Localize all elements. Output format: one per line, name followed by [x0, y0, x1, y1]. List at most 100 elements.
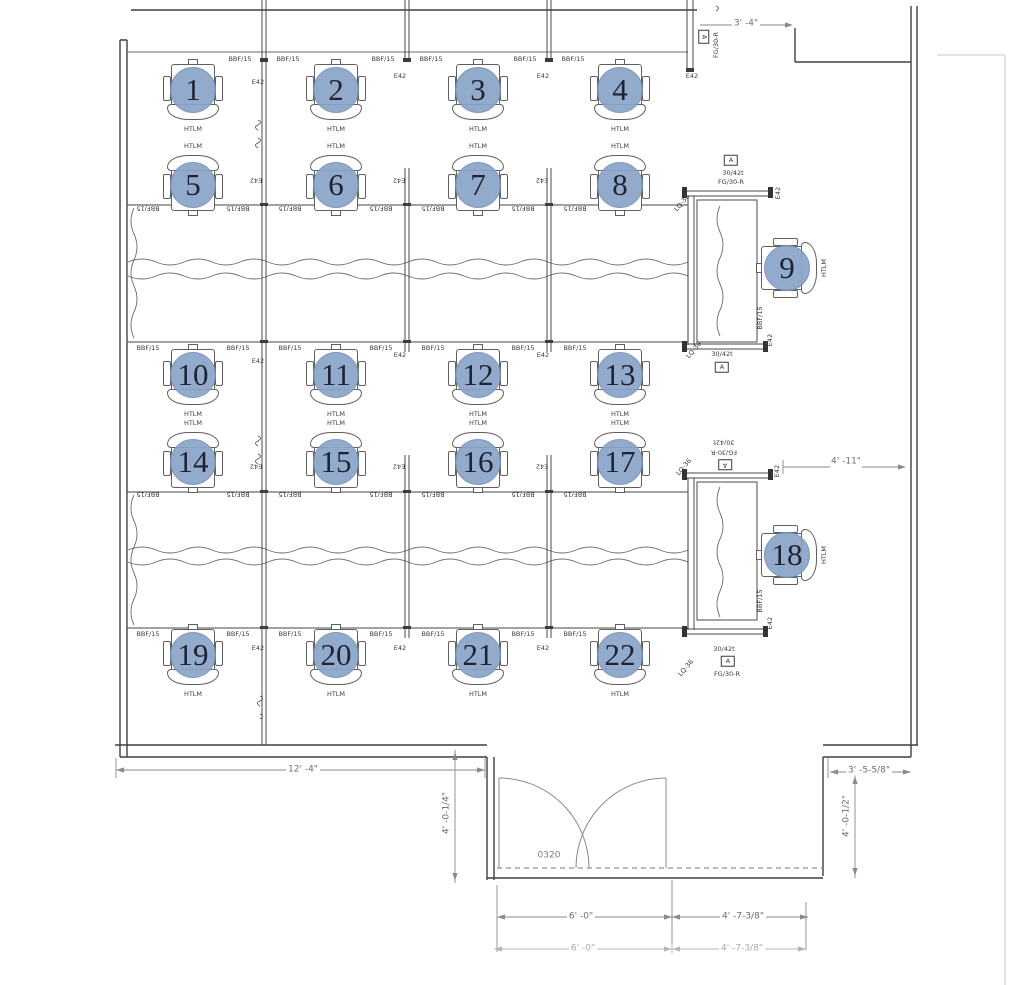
callout-a-box: A — [720, 655, 736, 667]
station-marker[interactable]: 1 — [170, 67, 216, 113]
panel-tag: E42 — [536, 643, 550, 652]
panel-tag: E42 — [251, 356, 265, 365]
table-size-tag: 30/42t — [713, 644, 735, 653]
station-marker[interactable]: 19 — [170, 632, 216, 678]
station-marker[interactable]: 11 — [313, 352, 359, 398]
panel-tag: E42 — [535, 462, 549, 471]
station-marker[interactable]: 13 — [597, 352, 643, 398]
pedestal-tag: BBF/15 — [513, 54, 537, 63]
station-marker[interactable]: 22 — [597, 632, 643, 678]
pedestal-tag: BBF/15 — [369, 343, 393, 352]
chair-model-tag: HTLM — [468, 418, 488, 427]
pedestal-tag: BBF/15 — [136, 629, 160, 638]
door-number-tag: 0320 — [537, 850, 561, 861]
panel-tag: E42 — [772, 464, 781, 478]
station-marker[interactable]: 14 — [170, 439, 216, 485]
panel-tag: E42 — [251, 643, 265, 652]
pedestal-tag: BBF/15 — [563, 629, 587, 638]
panel-tag: E42 — [685, 71, 699, 80]
dimension-door-width-alt: 6' -0" — [568, 943, 598, 954]
chair-model-tag: HTLM — [183, 141, 203, 150]
panel-model-tag: FG/30-R — [717, 177, 745, 186]
pedestal-tag: BBF/15 — [226, 629, 250, 638]
pedestal-tag: BBF/15 — [226, 343, 250, 352]
pedestal-tag: BBF/15 — [278, 204, 302, 213]
chair-model-tag: HTLM — [183, 409, 203, 418]
chair-model-tag: HTLM — [326, 689, 346, 698]
dimension-bottom-left: 12' -4" — [286, 764, 320, 775]
pedestal-tag: BBF/15 — [136, 204, 160, 213]
dimension-right-side: 4' -11" — [829, 456, 863, 467]
chair-model-tag: HTLM — [610, 124, 630, 133]
pedestal-tag: BBF/15 — [511, 629, 535, 638]
panel-tag: E42 — [393, 71, 407, 80]
panel-tag: E42 — [251, 77, 265, 86]
pedestal-tag: BBF/15 — [226, 204, 250, 213]
dimension-top-right: 3' -4" — [731, 18, 761, 29]
pedestal-tag: BBF/15 — [371, 54, 395, 63]
dimension-entry-left: 4' -0-1/4" — [441, 790, 452, 836]
station-marker[interactable]: 6 — [313, 162, 359, 208]
pedestal-tag: BBF/15 — [421, 629, 445, 638]
station-marker[interactable]: 4 — [597, 67, 643, 113]
pedestal-tag: BBF/15 — [276, 54, 300, 63]
station-marker[interactable]: 18 — [764, 532, 810, 578]
panel-tag: E42 — [535, 176, 549, 185]
callout-a-box: A — [698, 29, 710, 45]
station-marker[interactable]: 16 — [455, 439, 501, 485]
pedestal-tag: BBF/15 — [421, 204, 445, 213]
pedestal-tag: BBF/15 — [278, 490, 302, 499]
station-marker[interactable]: 15 — [313, 439, 359, 485]
pedestal-tag: BBF/15 — [228, 54, 252, 63]
station-marker[interactable]: 7 — [455, 162, 501, 208]
pedestal-tag: BBF/15 — [755, 589, 764, 613]
chair-model-tag: HTLM — [326, 124, 346, 133]
dimension-bottom-right: 3' -5-5/8" — [846, 765, 892, 776]
dimension-door-side-alt: 4' -7-3/8" — [719, 943, 765, 954]
panel-tag: E42 — [392, 462, 406, 471]
station-marker[interactable]: 9 — [764, 245, 810, 291]
station-marker[interactable]: 20 — [313, 632, 359, 678]
pedestal-tag: BBF/15 — [511, 343, 535, 352]
chair-model-tag: HTLM — [326, 141, 346, 150]
chair-model-tag: HTLM — [610, 409, 630, 418]
station-marker[interactable]: 8 — [597, 162, 643, 208]
panel-tag: E42 — [536, 71, 550, 80]
dimension-door-side: 4' -7-3/8" — [720, 911, 766, 922]
chair-model-tag: HTLM — [183, 418, 203, 427]
pedestal-tag: BBF/15 — [755, 306, 764, 330]
station-marker[interactable]: 17 — [597, 439, 643, 485]
panel-tag: E42 — [393, 350, 407, 359]
chair-model-tag: HTLM — [610, 418, 630, 427]
panel-tag: E42 — [393, 643, 407, 652]
chair-model-tag: HTLM — [468, 689, 488, 698]
panel-tag: E42 — [765, 333, 774, 347]
pedestal-tag: BBF/15 — [369, 629, 393, 638]
panel-model-tag: FG/30-R — [713, 669, 741, 678]
pedestal-tag: BBF/15 — [419, 54, 443, 63]
pedestal-tag: BBF/15 — [563, 490, 587, 499]
panel-tag: E42 — [249, 462, 263, 471]
pedestal-tag: BBF/15 — [561, 54, 585, 63]
callout-a-box: A — [714, 361, 730, 373]
panel-tag: E42 — [392, 176, 406, 185]
pedestal-tag: BBF/15 — [136, 490, 160, 499]
panel-tag: E42 — [773, 186, 782, 200]
pedestal-tag: BBF/15 — [136, 343, 160, 352]
station-marker[interactable]: 5 — [170, 162, 216, 208]
station-marker[interactable]: 3 — [455, 67, 501, 113]
chair-model-tag: HTLM — [183, 124, 203, 133]
chair-model-tag: HTLM — [326, 409, 346, 418]
pedestal-tag: BBF/15 — [511, 490, 535, 499]
pedestal-tag: BBF/15 — [511, 204, 535, 213]
station-marker[interactable]: 21 — [455, 632, 501, 678]
chair-model-tag: HTLM — [326, 418, 346, 427]
station-marker[interactable]: 12 — [455, 352, 501, 398]
chair-model-tag: HTLM — [468, 124, 488, 133]
station-marker[interactable]: 10 — [170, 352, 216, 398]
station-marker[interactable]: 2 — [313, 67, 359, 113]
table-size-tag: 30/42t — [711, 349, 733, 358]
table-size-tag: 30/42t — [713, 438, 735, 447]
